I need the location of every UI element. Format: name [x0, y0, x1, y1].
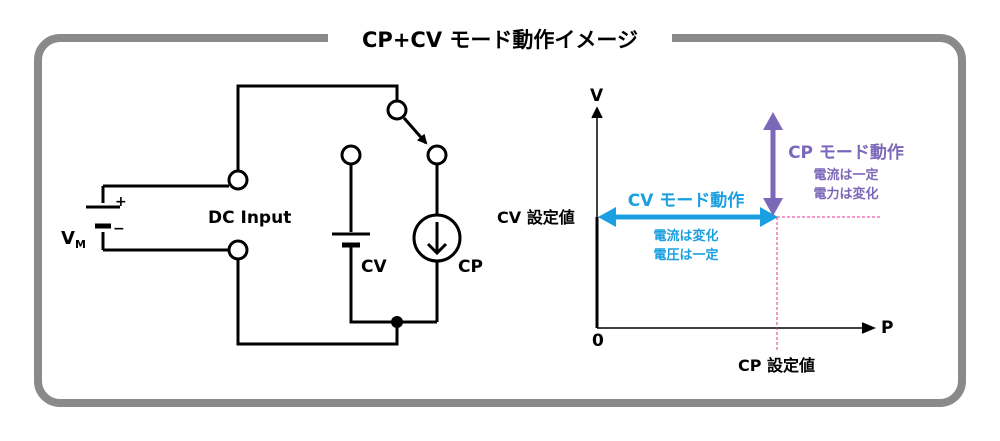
- cp-setpoint-label: CP 設定値: [738, 356, 815, 375]
- vm-label-subscript: M: [75, 238, 86, 251]
- cv-setpoint-label: CV 設定値: [497, 208, 575, 227]
- cv-terminal: [340, 144, 362, 166]
- battery-plus-sign: +: [115, 194, 127, 210]
- junction-dot: [391, 316, 403, 328]
- cv-mode-line2: 電圧は一定: [653, 247, 718, 263]
- cv-label: CV: [361, 257, 387, 277]
- vm-label: VM: [61, 228, 86, 251]
- switch-terminal: [386, 99, 408, 121]
- cp-source-arrow-icon: [426, 222, 448, 256]
- cv-source-symbol: [332, 232, 370, 248]
- page-title: CP+CV モード動作イメージ: [362, 28, 638, 52]
- circuit: [101, 84, 439, 346]
- dc-input-terminal-top: [227, 169, 249, 191]
- guide-lines: [597, 216, 882, 350]
- dc-input-label: DC Input: [208, 208, 291, 228]
- cv-mode-title: CV モード動作: [628, 190, 745, 211]
- cp-terminal: [426, 144, 448, 166]
- title-background: [328, 24, 672, 54]
- cp-mode-line2: 電力は変化: [813, 186, 878, 202]
- wire-top-left: [236, 84, 399, 171]
- battery-symbol: [86, 205, 120, 229]
- wire-cv-bottom: [349, 245, 437, 324]
- origin-label: 0: [592, 331, 604, 351]
- cp-mode-line1: 電流は一定: [813, 167, 878, 183]
- cp-mode-arrow: [763, 112, 783, 216]
- wire-bottom-left: [236, 259, 399, 346]
- switch-arrow: [402, 117, 428, 145]
- cp-mode-title: CP モード動作: [788, 142, 904, 163]
- battery-minus-sign: −: [113, 221, 125, 237]
- cp-label: CP: [458, 257, 483, 277]
- p-axis-label: P: [881, 318, 893, 338]
- graph-axes: [591, 106, 876, 334]
- v-axis-label: V: [590, 86, 604, 106]
- vm-label-main: V: [61, 228, 75, 249]
- dc-input-terminal-bottom: [227, 239, 249, 261]
- cv-mode-line1: 電流は変化: [653, 228, 718, 244]
- cv-mode-arrow: [598, 207, 778, 227]
